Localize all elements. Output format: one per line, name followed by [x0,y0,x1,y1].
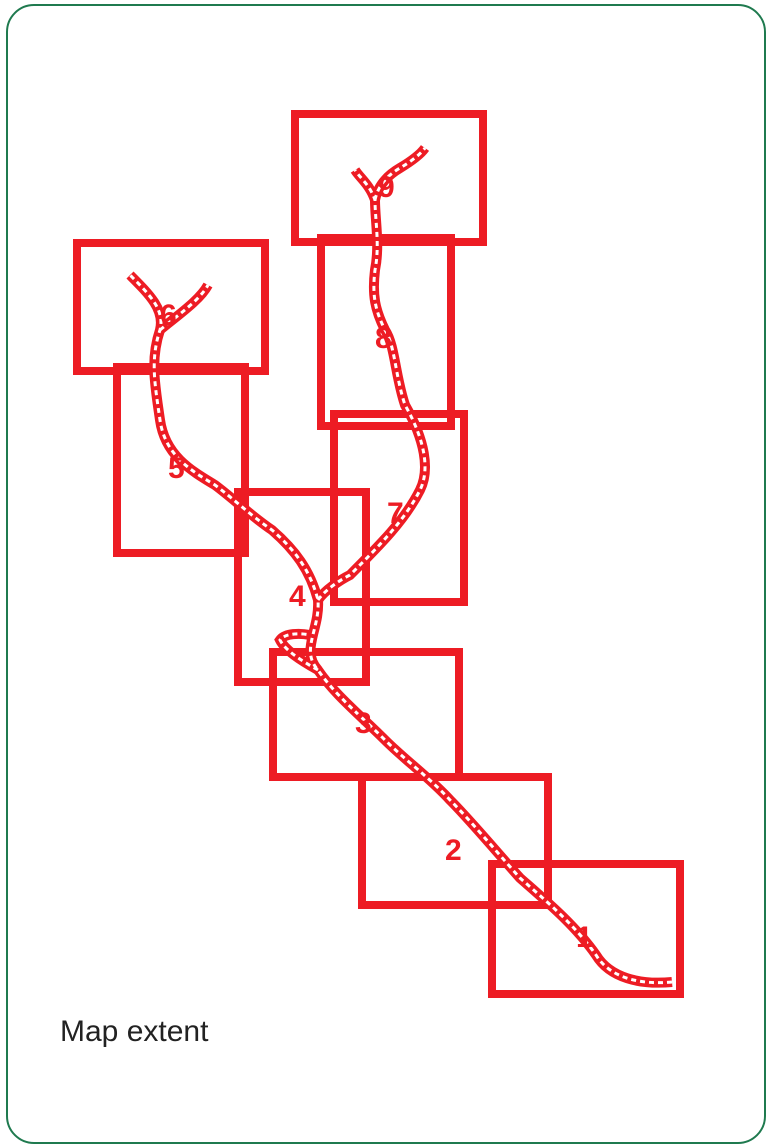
figure-caption: Map extent [60,1015,209,1048]
extent-number-4: 4 [289,580,306,613]
extent-number-7: 7 [387,497,404,530]
extent-box-6 [73,239,269,375]
map-extent-diagram: 1 2 3 4 5 6 7 8 9 [73,110,684,998]
extent-number-2: 2 [445,834,462,867]
extent-box-9 [291,110,487,246]
extent-box-4 [234,488,370,686]
extent-box-1 [488,860,684,998]
extent-number-3: 3 [355,707,372,740]
extent-box-7 [330,410,468,606]
extent-number-8: 8 [375,322,392,355]
figure-card [6,4,766,1144]
trail-path [126,144,673,988]
extent-number-6: 6 [160,299,177,332]
extent-number-5: 5 [168,452,185,485]
extent-number-1: 1 [576,921,593,954]
extent-number-9: 9 [378,171,395,204]
